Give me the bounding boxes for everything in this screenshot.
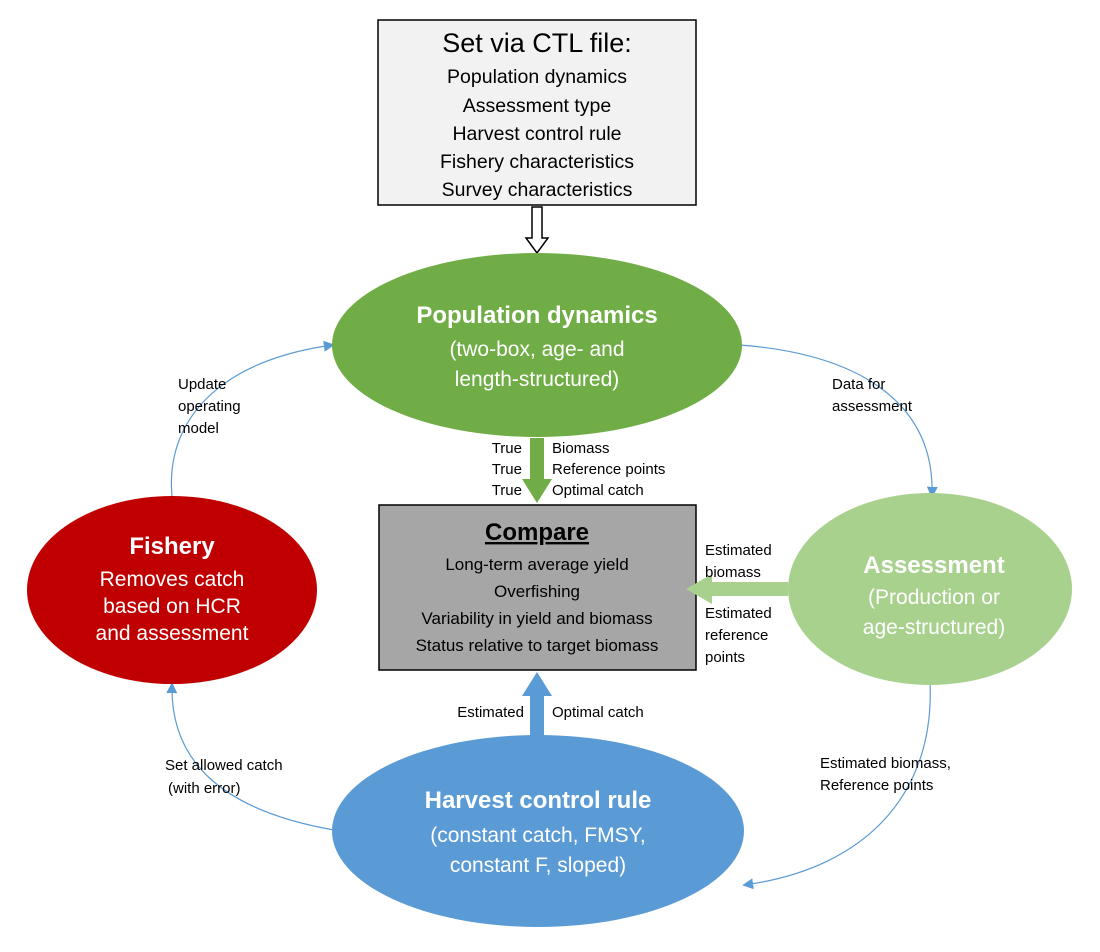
fishery-node (27, 496, 317, 684)
hcr-to-compare-arrow (522, 672, 552, 738)
compare-item-yield: Long-term average yield (445, 555, 628, 574)
fishery-to-population-arrow (170, 340, 335, 497)
assessment-title: Assessment (863, 552, 1004, 579)
ctl-to-population-arrow (524, 206, 550, 255)
label-true-optimal-catch: Optimal catch (552, 482, 644, 499)
fishery-sub-1: Removes catch (100, 568, 245, 591)
label-est-ref-2: reference (705, 627, 768, 644)
label-true-biomass: Biomass (552, 440, 610, 457)
label-update-2: operating (178, 398, 241, 415)
label-true-2: True (492, 461, 522, 478)
population-dynamics-title: Population dynamics (416, 302, 657, 329)
hcr-to-fishery-arrow (166, 682, 335, 831)
label-update-1: Update (178, 376, 226, 393)
assessment-node (788, 493, 1072, 685)
ctl-item-hcr: Harvest control rule (452, 123, 621, 145)
compare-item-variability: Variability in yield and biomass (421, 609, 652, 628)
harvest-control-rule-sub-1: (constant catch, FMSY, (430, 824, 646, 847)
label-est-bio-ref-2: Reference points (820, 777, 933, 794)
label-est-ref-3: points (705, 649, 745, 666)
ctl-item-population: Population dynamics (447, 66, 627, 88)
assessment-sub-1: (Production or (868, 586, 1000, 609)
label-optimal-catch: Optimal catch (552, 704, 644, 721)
label-set-allowed-2: (with error) (168, 780, 241, 797)
harvest-control-rule-node (332, 735, 744, 927)
population-dynamics-node (332, 253, 742, 437)
fishery-sub-3: and assessment (96, 622, 249, 645)
harvest-control-rule-title: Harvest control rule (425, 787, 652, 814)
fishery-sub-2: based on HCR (103, 595, 241, 618)
label-true-3: True (492, 482, 522, 499)
population-to-assessment-arrow (739, 344, 938, 498)
ctl-item-survey: Survey characteristics (442, 179, 633, 201)
label-set-allowed-1: Set allowed catch (165, 757, 283, 774)
ctl-item-fishery: Fishery characteristics (440, 151, 634, 173)
harvest-control-rule-sub-2: constant F, sloped) (450, 854, 626, 877)
label-true-reference-points: Reference points (552, 461, 665, 478)
ctl-box-title: Set via CTL file: (442, 28, 632, 58)
label-est-bio-ref-1: Estimated biomass, (820, 755, 951, 772)
label-estimated: Estimated (457, 704, 524, 721)
label-update-3: model (178, 420, 219, 437)
population-to-compare-arrow (522, 438, 552, 503)
ctl-item-assessment: Assessment type (463, 95, 611, 117)
label-est-biomass-2: biomass (705, 564, 761, 581)
compare-item-overfishing: Overfishing (494, 582, 580, 601)
fishery-title: Fishery (129, 533, 215, 560)
compare-title: Compare (485, 519, 589, 546)
assessment-to-compare-arrow (686, 574, 788, 604)
ctl-box (377, 19, 697, 206)
assessment-to-hcr-arrow (742, 681, 931, 890)
label-data-for-2: assessment (832, 398, 913, 415)
label-est-ref-1: Estimated (705, 605, 772, 622)
population-dynamics-sub-2: length-structured) (455, 368, 620, 391)
population-dynamics-sub-1: (two-box, age- and (449, 338, 624, 361)
assessment-sub-2: age-structured) (863, 616, 1005, 639)
label-data-for-1: Data for (832, 376, 885, 393)
compare-item-status: Status relative to target biomass (416, 636, 659, 655)
label-true-1: True (492, 440, 522, 457)
label-est-biomass-1: Estimated (705, 542, 772, 559)
